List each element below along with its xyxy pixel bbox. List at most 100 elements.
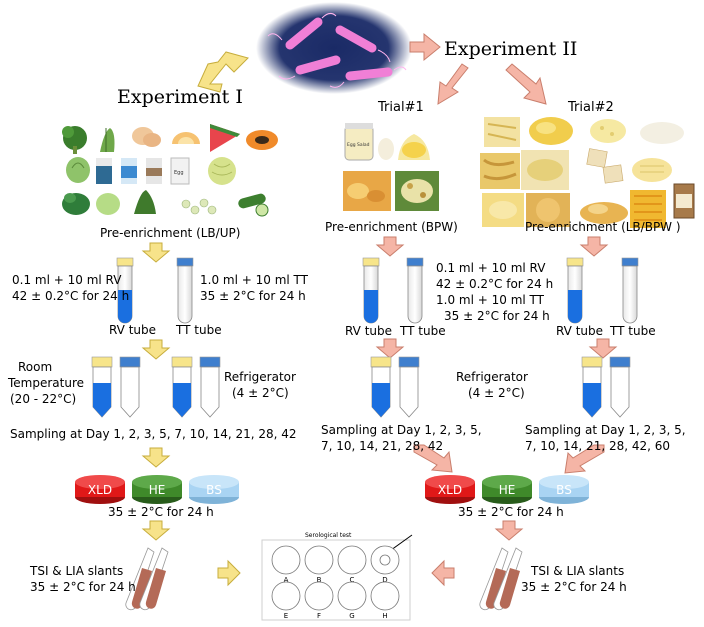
arrow-exp1-1 bbox=[141, 242, 171, 263]
well-label: D bbox=[382, 576, 387, 584]
he-plate-label: HE bbox=[499, 483, 516, 497]
tube-icon bbox=[566, 257, 584, 324]
food-sample-icon: Egg Salad bbox=[343, 123, 439, 211]
exp1-rv-temp: 42 ± 0.2°C for 24 h bbox=[12, 289, 129, 303]
plate-icon: HE bbox=[132, 475, 182, 504]
arrow-to-exp1 bbox=[197, 51, 249, 93]
exp1-rv-tube-label: RV tube bbox=[109, 323, 156, 337]
bs-plate-label: BS bbox=[556, 483, 572, 497]
conical-tube-icon bbox=[119, 356, 141, 418]
well-label: G bbox=[349, 612, 354, 620]
arrow-exp1-2 bbox=[141, 339, 171, 360]
arrow-trial2-1 bbox=[579, 236, 609, 257]
well-f: F bbox=[304, 581, 334, 620]
svg-text:Egg: Egg bbox=[174, 170, 184, 176]
trial2-sampling-1: Sampling at Day 1, 2, 3, 5, bbox=[525, 423, 686, 437]
well-c: C bbox=[337, 545, 367, 584]
bs-plate-label: BS bbox=[206, 483, 222, 497]
exp1-title: Experiment I bbox=[117, 86, 243, 108]
exp1-plate-incubation: 35 ± 2°C for 24 h bbox=[108, 505, 214, 519]
trial1-preenrichment: Pre-enrichment (BPW) bbox=[325, 220, 458, 234]
well-g: G bbox=[337, 581, 367, 620]
arrow-to-trial2 bbox=[505, 63, 547, 105]
arrow-trial1-2 bbox=[375, 338, 405, 359]
arrow-exp2-incub bbox=[494, 520, 524, 541]
well-d: D bbox=[370, 545, 400, 584]
xld-plate-label: XLD bbox=[88, 483, 112, 497]
arrow-trial1-1 bbox=[375, 236, 405, 257]
conical-tube-icon bbox=[581, 356, 603, 418]
exp1-preenrichment: Pre-enrichment (LB/UP) bbox=[100, 226, 240, 240]
xld-plate-label: XLD bbox=[438, 483, 462, 497]
arrow-exp1-4 bbox=[141, 520, 171, 541]
exp1-slants-incubation: 35 ± 2°C for 24 h bbox=[30, 580, 136, 594]
slant-icon bbox=[479, 547, 523, 611]
vegetables-icon: Egg bbox=[62, 124, 278, 217]
exp2-tt-temp: 35 ± 2°C for 24 h bbox=[444, 309, 550, 323]
plate-icon: BS bbox=[539, 475, 589, 504]
arrow-to-exp2 bbox=[409, 32, 441, 62]
well-plate-icon: Serological test A B C D E F G H bbox=[261, 532, 413, 621]
well-label: B bbox=[317, 576, 322, 584]
tube-icon bbox=[176, 257, 194, 324]
trial1-rv-tube-label: RV tube bbox=[345, 324, 392, 338]
well-label: E bbox=[284, 612, 288, 620]
conical-tube-group bbox=[91, 356, 631, 418]
bacteria-icon bbox=[256, 2, 412, 94]
plate-icon: XLD bbox=[75, 475, 125, 504]
well-label: F bbox=[317, 612, 321, 620]
arrow-exp1-to-sero bbox=[217, 559, 241, 587]
tube-icon bbox=[406, 257, 424, 324]
exp2-plate-incubation: 35 ± 2°C for 24 h bbox=[458, 505, 564, 519]
conical-tube-icon bbox=[370, 356, 392, 418]
exp2-fridge-temp: (4 ± 2°C) bbox=[468, 386, 525, 400]
tube-icon bbox=[621, 257, 639, 324]
conical-tube-icon bbox=[609, 356, 631, 418]
plate-icon: XLD bbox=[425, 475, 475, 504]
arrow-to-trial1 bbox=[437, 63, 469, 105]
conical-tube-icon bbox=[199, 356, 221, 418]
exp1-sampling: Sampling at Day 1, 2, 3, 5, 7, 10, 14, 2… bbox=[10, 427, 297, 441]
exp2-slants-incubation: 35 ± 2°C for 24 h bbox=[521, 580, 627, 594]
well-b: B bbox=[304, 545, 334, 584]
food-sample-icon-trial2 bbox=[480, 117, 695, 228]
arrow-exp1-3 bbox=[141, 447, 171, 468]
well-group: A B C D E F G H bbox=[271, 545, 400, 620]
exp1-fridge-temp: (4 ± 2°C) bbox=[232, 386, 289, 400]
exp1-tt-temp: 35 ± 2°C for 24 h bbox=[200, 289, 306, 303]
trial1-label: Trial#1 bbox=[377, 100, 424, 115]
exp2-rv-temp: 42 ± 0.2°C for 24 h bbox=[436, 277, 553, 291]
trial2-preenrichment: Pre-enrichment (LB/BPW ) bbox=[525, 220, 681, 234]
room-label-2: Temperature bbox=[7, 376, 84, 390]
exp2-title: Experiment II bbox=[444, 38, 577, 60]
well-label: H bbox=[382, 612, 387, 620]
room-label-3: (20 - 22°C) bbox=[10, 392, 76, 406]
slant-icon bbox=[125, 547, 169, 611]
exp2-slants-label: TSI & LIA slants bbox=[530, 564, 624, 578]
trial1-tt-tube-label: TT tube bbox=[399, 324, 446, 338]
serological-title: Serological test bbox=[305, 532, 352, 539]
well-a: A bbox=[271, 545, 301, 584]
exp1-fridge-label: Refrigerator bbox=[224, 370, 296, 384]
trial2-rv-tube-label: RV tube bbox=[556, 324, 603, 338]
exp1-rv-volume: 0.1 ml + 10 ml RV bbox=[12, 273, 122, 287]
exp2-fridge-label: Refrigerator bbox=[456, 370, 528, 384]
plate-icon: HE bbox=[482, 475, 532, 504]
well-label: C bbox=[350, 576, 355, 584]
conical-tube-icon bbox=[398, 356, 420, 418]
room-label-1: Room bbox=[18, 360, 52, 374]
arrow-trial2-merge bbox=[564, 444, 605, 474]
arrow-trial1-merge bbox=[413, 444, 453, 473]
exp1-tt-volume: 1.0 ml + 10 ml TT bbox=[200, 273, 309, 287]
arrow-trial2-2 bbox=[588, 338, 618, 359]
exp2-tt-volume: 1.0 ml + 10 ml TT bbox=[436, 293, 545, 307]
jar-label: Egg Salad bbox=[347, 142, 370, 148]
tube-icon bbox=[362, 257, 380, 324]
he-plate-label: HE bbox=[149, 483, 166, 497]
trial2-sampling-2: 7, 10, 14, 21, 28, 42, 60 bbox=[525, 439, 670, 453]
well-h: H bbox=[370, 581, 400, 620]
conical-tube-icon bbox=[171, 356, 193, 418]
trial1-sampling-1: Sampling at Day 1, 2, 3, 5, bbox=[321, 423, 482, 437]
exp1-slants-label: TSI & LIA slants bbox=[29, 564, 123, 578]
